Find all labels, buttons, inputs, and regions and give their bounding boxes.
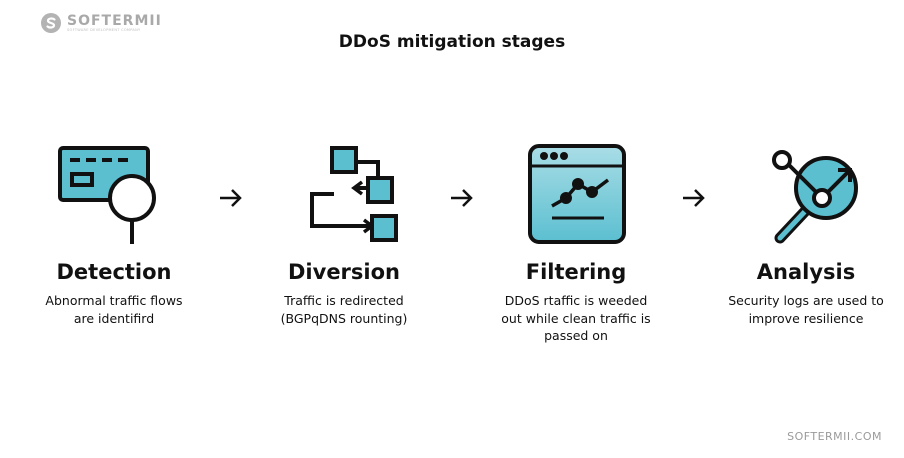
stage-detection: Detection Abnormal traffic flows are ide…	[19, 140, 209, 327]
filter-window-icon	[528, 144, 626, 244]
stage-description: DDoS rtaffic is weeded out while clean t…	[501, 293, 651, 343]
brand-logo: SOFTERMII SOFTWARE DEVELOPMENT COMPANY	[40, 12, 162, 34]
softermii-s-logo-icon	[41, 13, 61, 33]
right-arrow-icon	[451, 189, 473, 207]
stage-analysis: Analysis Security logs are used to impro…	[711, 140, 901, 327]
analysis-magnifier-icon	[772, 150, 858, 244]
stage-label: Diversion	[288, 260, 400, 284]
footer-site-url: SOFTERMII.COM	[787, 430, 882, 443]
stage-description: Traffic is redirected (BGPqDNS rounting)	[280, 293, 408, 326]
stage-label: Analysis	[756, 260, 856, 284]
stage-description: Abnormal traffic flows are identifird	[45, 293, 183, 326]
monitor-magnifier-icon	[58, 146, 156, 244]
brand-text: SOFTERMII SOFTWARE DEVELOPMENT COMPANY	[67, 14, 162, 33]
stage-label: Detection	[56, 260, 172, 284]
redirect-flow-icon	[310, 146, 398, 242]
stage-filtering: Filtering DDoS rtaffic is weeded out whi…	[481, 140, 671, 345]
page-title: DDoS mitigation stages	[338, 32, 566, 52]
right-arrow-icon	[683, 189, 705, 207]
brand-tagline: SOFTWARE DEVELOPMENT COMPANY	[67, 27, 141, 32]
stage-diversion: Diversion Traffic is redirected (BGPqDNS…	[249, 140, 439, 327]
stage-description: Security logs are used to improve resili…	[728, 293, 884, 326]
stage-label: Filtering	[525, 260, 627, 284]
brand-name: SOFTERMII	[67, 12, 162, 29]
right-arrow-icon	[220, 189, 242, 207]
